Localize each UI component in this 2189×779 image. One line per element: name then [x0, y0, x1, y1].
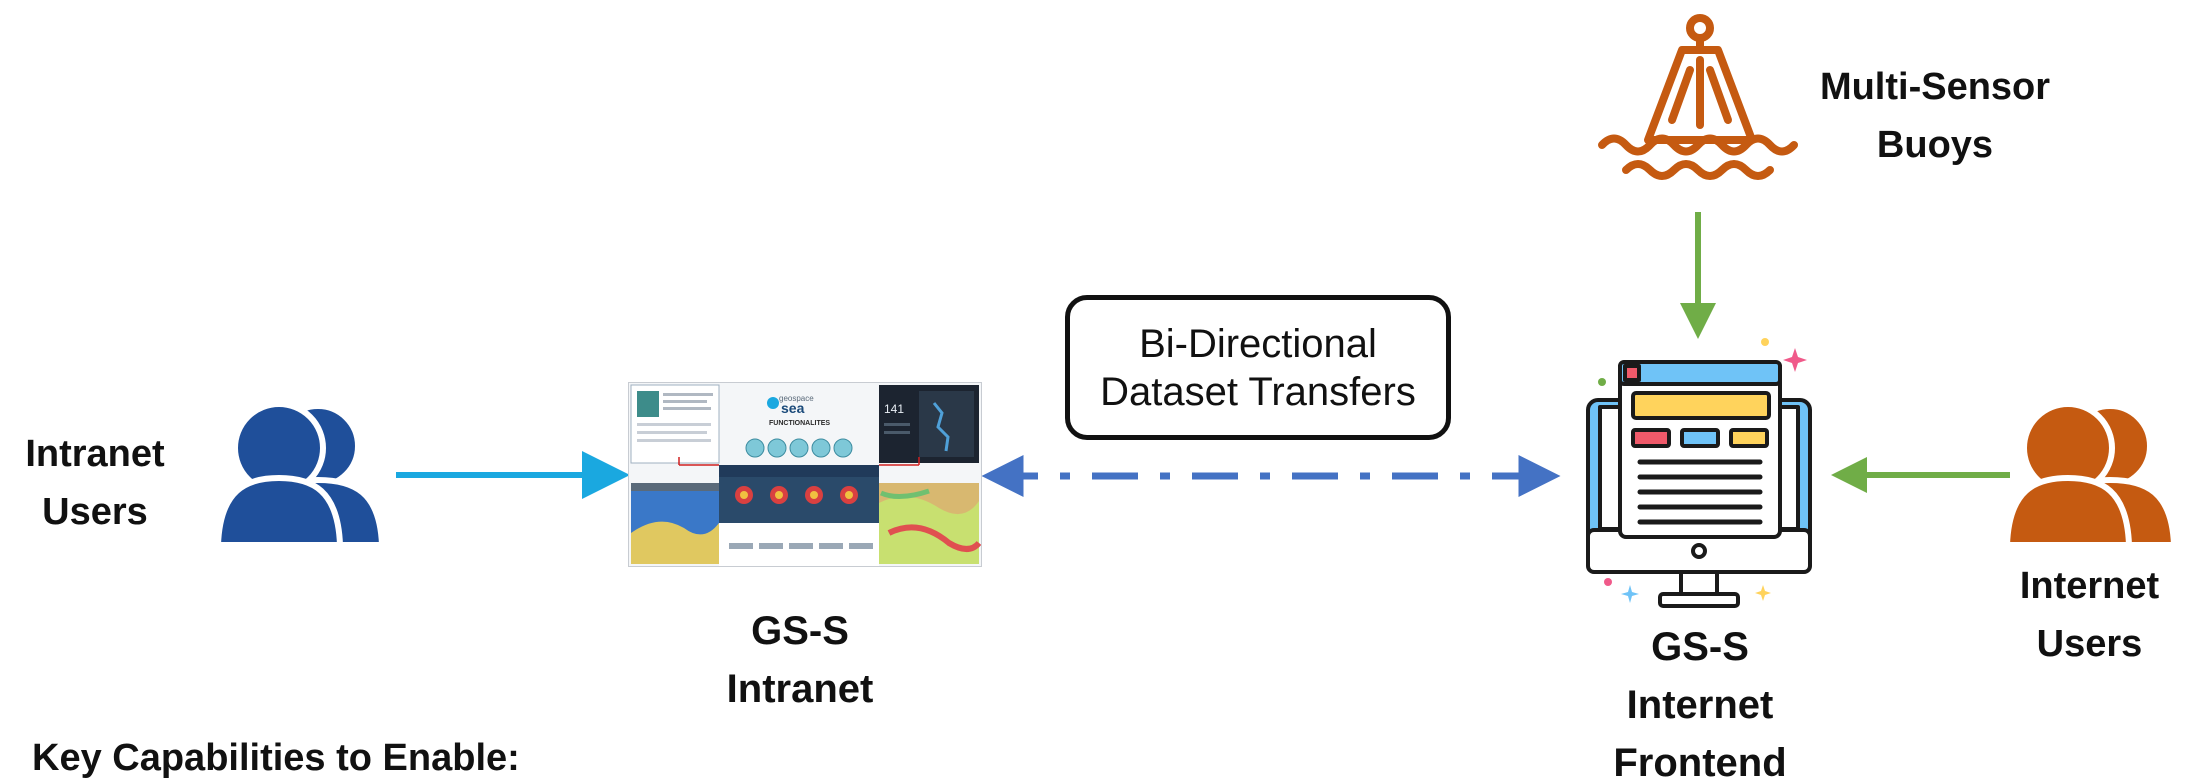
key-capabilities-heading: Key Capabilities to Enable: — [32, 737, 520, 779]
multi-sensor-buoys-label: Multi-Sensor Buoys — [1819, 66, 2051, 166]
brand-sea: sea — [781, 400, 805, 416]
transfer-line-1: Bi-Directional — [1139, 321, 1377, 366]
brand-geospace: geospace — [779, 394, 814, 403]
app-screenshot: geospace sea FUNCTIONALITES 141 — [628, 382, 982, 567]
dashboard-counter: 141 — [884, 402, 904, 416]
transfer-line-2: Dataset Transfers — [1100, 369, 1416, 414]
sparkle-decorations — [1598, 338, 1807, 603]
gss-intranet-label: GS-S Intranet — [726, 609, 874, 711]
transfer-label-box: Bi-Directional Dataset Transfers — [1065, 295, 1451, 440]
gss-internet-frontend-label: GS-S Internet Frontend — [1613, 625, 1787, 779]
intranet-users-label: Intranet Users — [25, 433, 165, 533]
internet-users-label: Internet Users — [2019, 565, 2160, 665]
brand-subtitle: FUNCTIONALITES — [769, 420, 830, 427]
app-screenshot-collage: geospace sea FUNCTIONALITES 141 — [629, 383, 981, 566]
